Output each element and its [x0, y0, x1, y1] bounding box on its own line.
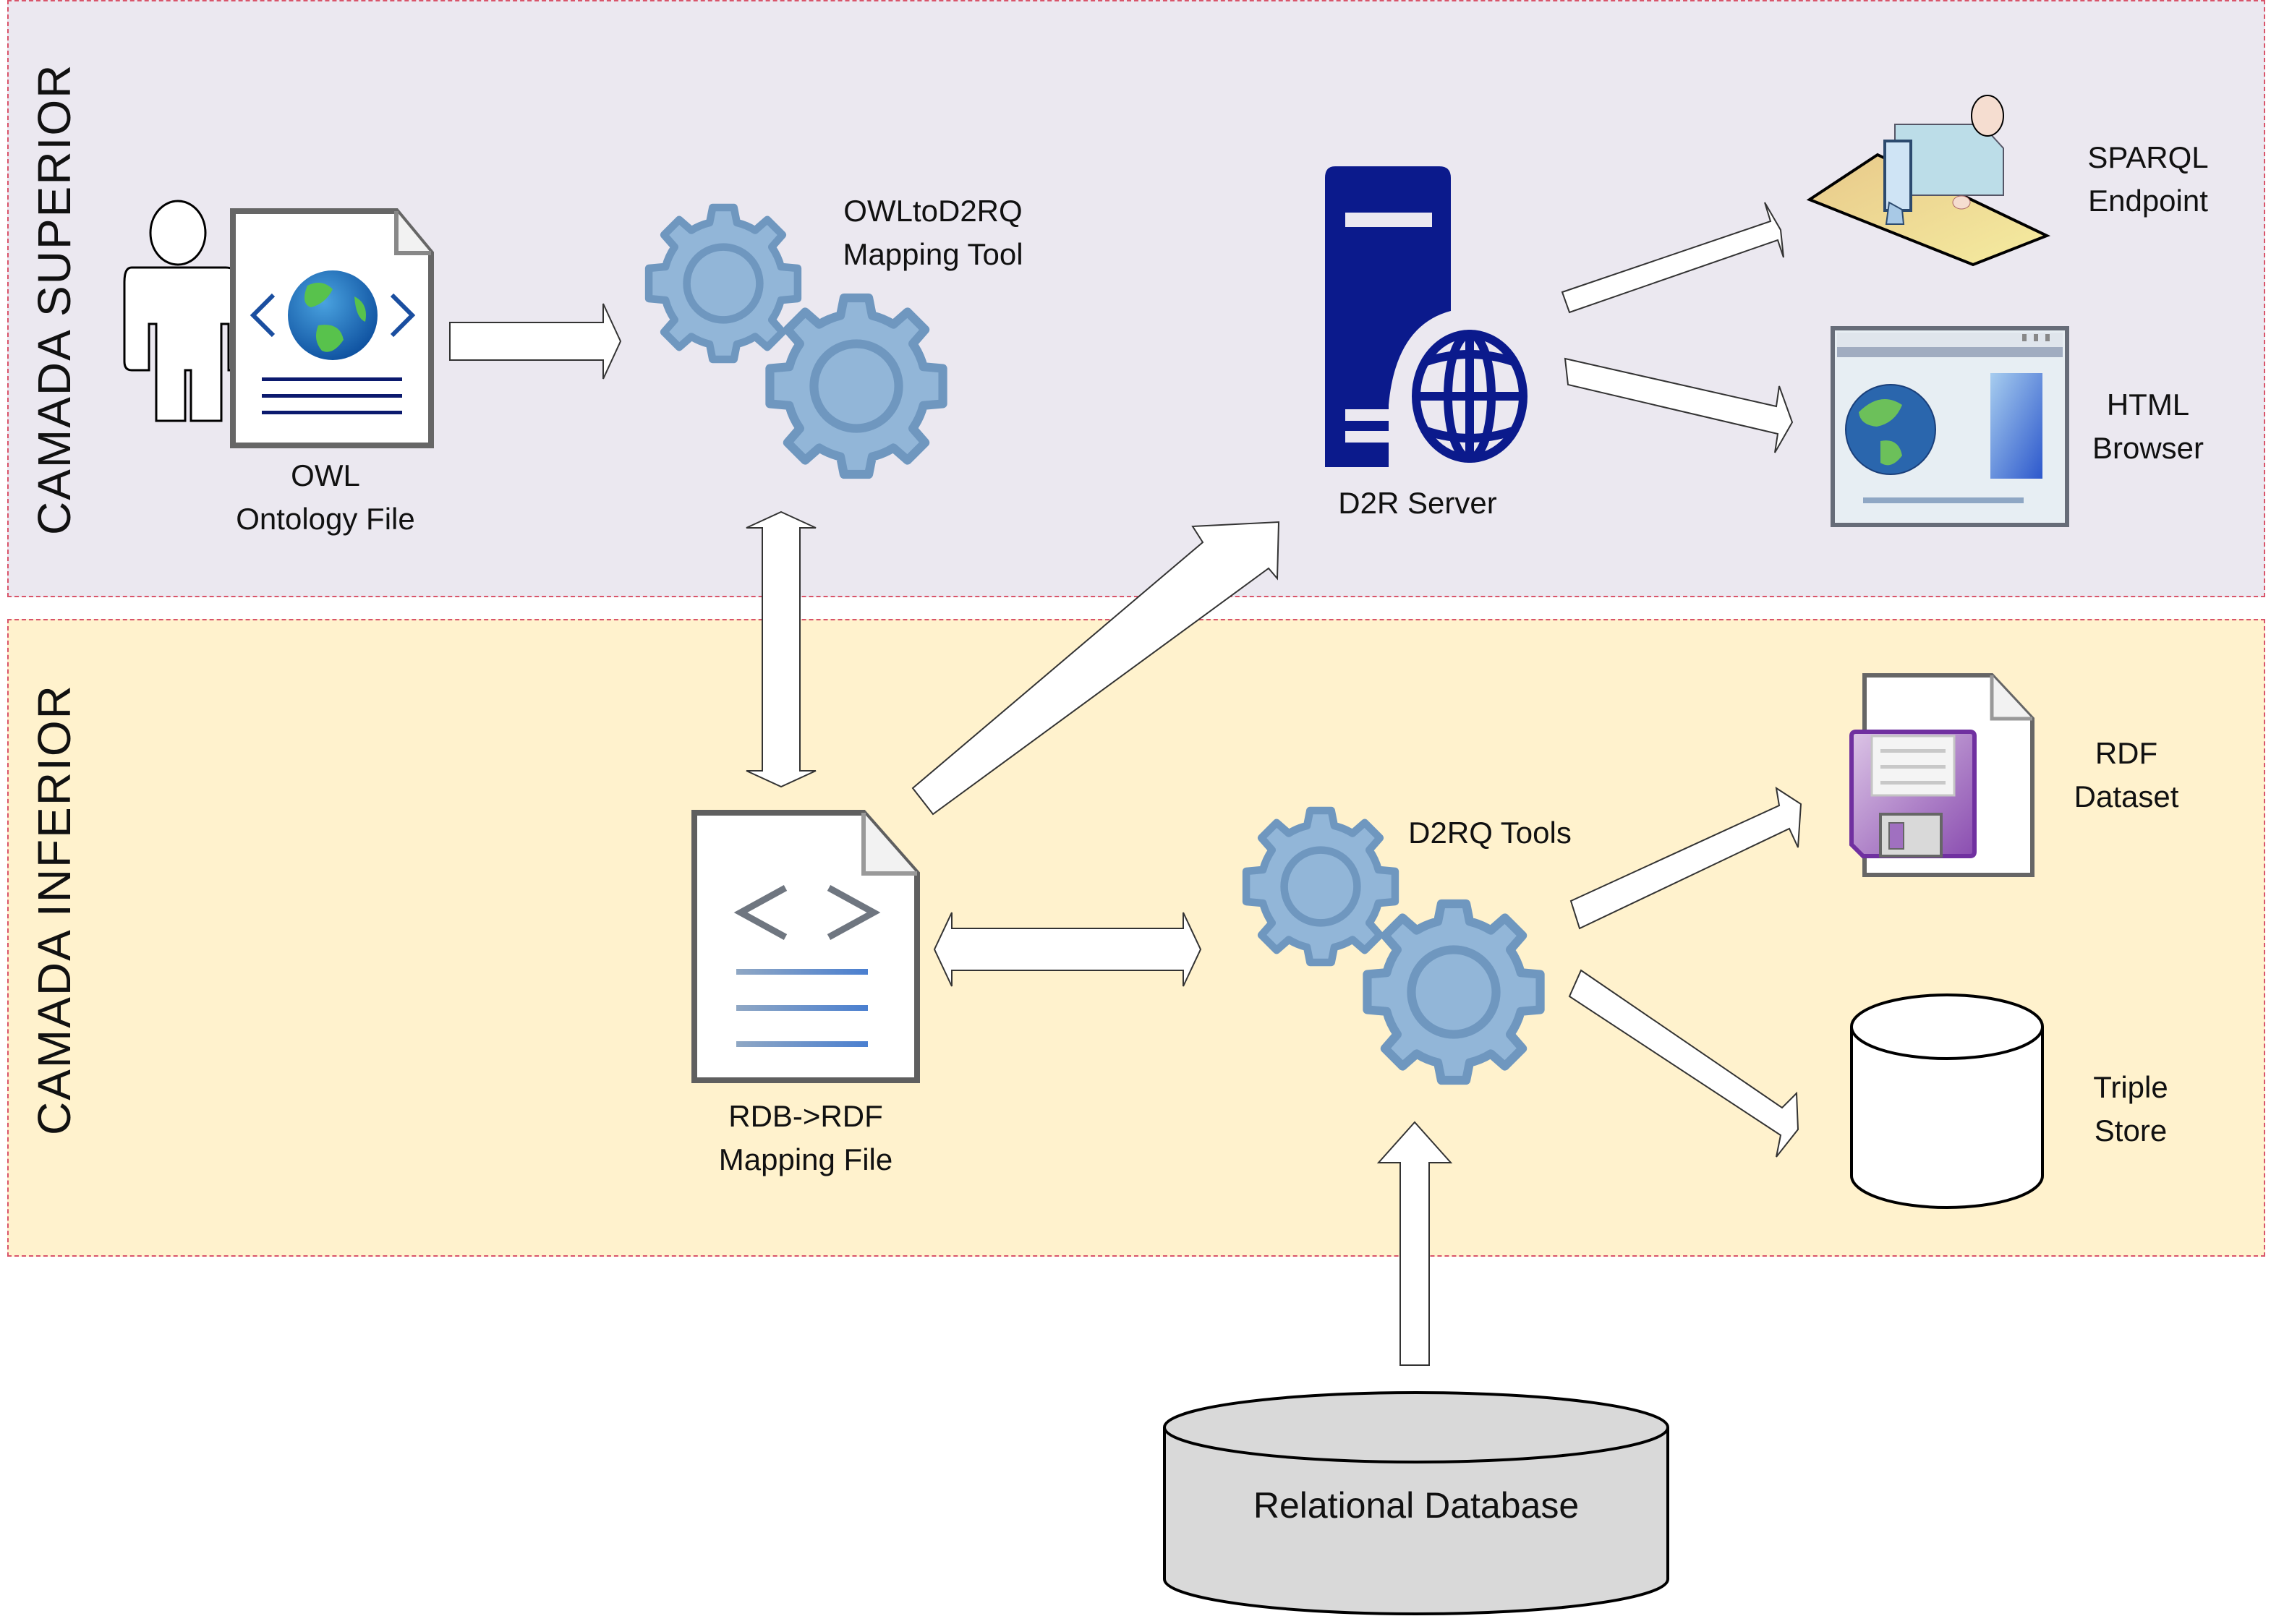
mapping-file-label: RDB->RDF Mapping File: [690, 1095, 921, 1181]
html-browser-icon: [1831, 326, 2069, 527]
rdf-dataset-label-line1: RDF: [2095, 736, 2158, 770]
triple-store-icon: [1850, 993, 2044, 1209]
relational-database-label: Relational Database: [1253, 1485, 1580, 1526]
arrow-d2r-to-browser: [1564, 357, 1794, 453]
relational-database-icon: [1163, 1391, 1669, 1615]
arrow-owl-to-mapping-tool: [449, 303, 622, 380]
rdf-dataset-label: RDF Dataset: [2040, 732, 2213, 819]
arrow-d2rq-to-rdf-dataset: [1569, 786, 1802, 930]
d2r-server-icon: [1325, 166, 1536, 467]
owl-file-label-line1: OWL: [291, 458, 360, 492]
triple-store-label-line2: Store: [2094, 1114, 2168, 1148]
rdf-dataset-label-line2: Dataset: [2074, 779, 2179, 813]
sparql-endpoint-icon: [1806, 95, 2051, 267]
owltod2rq-label: OWLtoD2RQ Mapping Tool: [817, 189, 1049, 276]
rdf-dataset-icon: [1849, 673, 2034, 877]
arrow-mapping-file-to-d2rq-tools: [933, 912, 1202, 987]
owltod2rq-label-line2: Mapping Tool: [843, 237, 1023, 271]
triple-store-label-line1: Triple: [2093, 1070, 2168, 1104]
d2r-server-label: D2R Server: [1338, 486, 1497, 520]
mapping-file-label-line2: Mapping File: [718, 1142, 893, 1176]
html-browser-label-line1: HTML: [2106, 388, 2190, 422]
owl-file-label: OWL Ontology File: [210, 454, 441, 541]
sparql-endpoint-label: SPARQL Endpoint: [2054, 136, 2242, 223]
mapping-file-icon: [691, 810, 920, 1083]
triple-store-label: Triple Store: [2044, 1066, 2217, 1153]
html-browser-label: HTML Browser: [2054, 383, 2242, 470]
mapping-file-label-line1: RDB->RDF: [728, 1099, 883, 1133]
arrow-relational-db-to-d2rq-tools: [1376, 1121, 1453, 1366]
person-icon: [123, 200, 240, 422]
owltod2rq-label-line1: OWLtoD2RQ: [843, 194, 1023, 228]
arrow-mapping-tool-to-mapping-file: [746, 510, 817, 788]
html-browser-label-line2: Browser: [2092, 431, 2204, 465]
owl-file-label-line2: Ontology File: [236, 502, 415, 536]
arrow-mapping-file-to-d2r-server: [911, 521, 1280, 816]
owl-document-icon: [230, 208, 434, 448]
sparql-label-line2: Endpoint: [2088, 184, 2208, 218]
sparql-label-line1: SPARQL: [2087, 140, 2209, 174]
d2rq-tools-label: D2RQ Tools: [1408, 816, 1572, 850]
arrow-d2rq-to-triple-store: [1568, 969, 1799, 1158]
arrow-d2r-to-sparql: [1561, 202, 1784, 314]
